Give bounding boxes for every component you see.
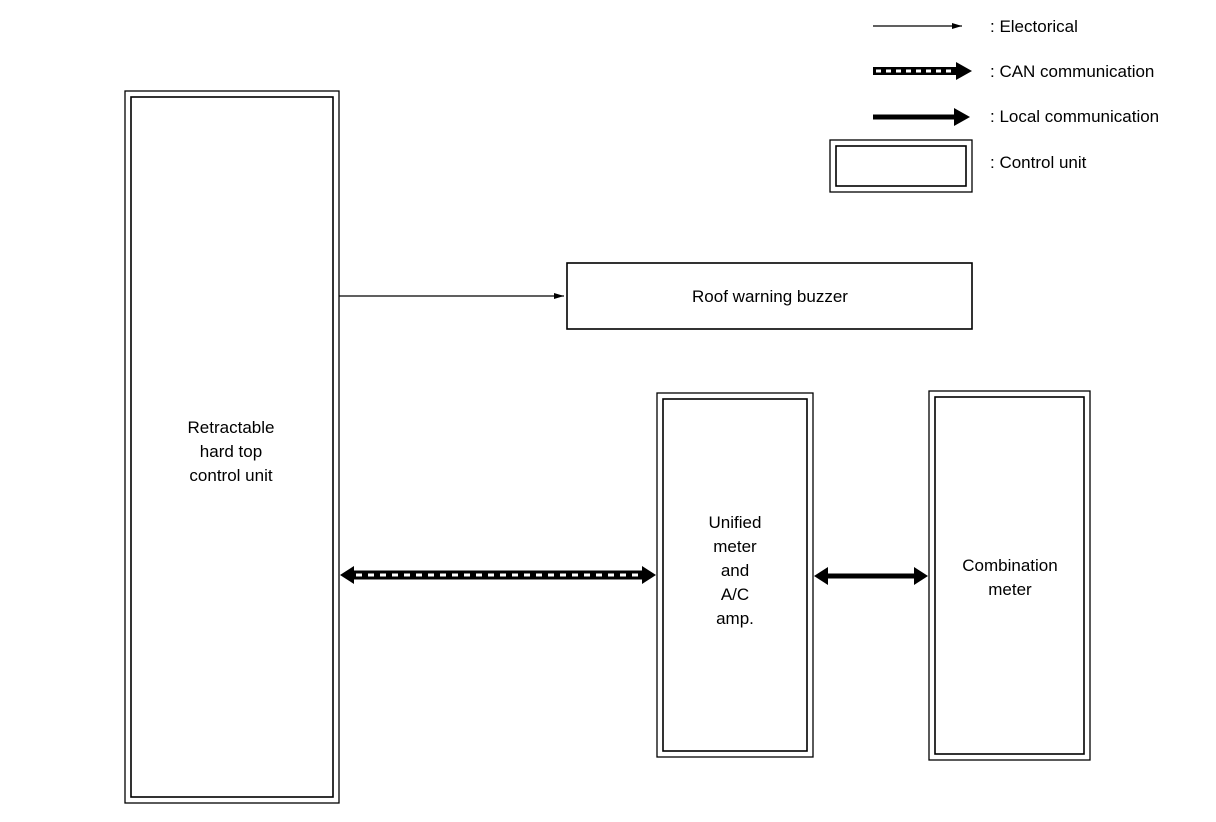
legend-can-label: : CAN communication — [990, 62, 1154, 81]
rhtcu-label-line-1: Retractable — [188, 418, 275, 437]
legend-local-symbol — [873, 108, 970, 126]
unified-label-line-5: amp. — [716, 609, 754, 628]
legend-local-label: : Local communication — [990, 107, 1159, 126]
buzzer-label: Roof warning buzzer — [692, 287, 848, 306]
retractable-hard-top-control-unit: Retractable hard top control unit — [124, 90, 340, 804]
unified-label-line-4: A/C — [721, 585, 749, 604]
combination-label-line-1: Combination — [962, 556, 1057, 575]
rhtcu-label-line-3: control unit — [189, 466, 272, 485]
legend-electrical-label: : Electorical — [990, 17, 1078, 36]
legend-control-unit-label: : Control unit — [990, 153, 1087, 172]
combination-label-line-2: meter — [988, 580, 1032, 599]
legend-can-symbol — [873, 62, 972, 80]
can-communication-connection — [340, 566, 656, 584]
rhtcu-label-line-2: hard top — [200, 442, 262, 461]
legend: : Electorical : CAN communication : Loca… — [829, 17, 1159, 193]
roof-warning-buzzer: Roof warning buzzer — [566, 262, 973, 330]
unified-meter-ac-amp: Unified meter and A/C amp. — [656, 392, 814, 758]
unified-label-line-2: meter — [713, 537, 757, 556]
unified-label-line-3: and — [721, 561, 749, 580]
legend-control-unit-symbol — [829, 139, 973, 193]
unified-label-line-1: Unified — [709, 513, 762, 532]
combination-meter: Combination meter — [928, 390, 1091, 761]
local-communication-connection — [814, 567, 928, 585]
